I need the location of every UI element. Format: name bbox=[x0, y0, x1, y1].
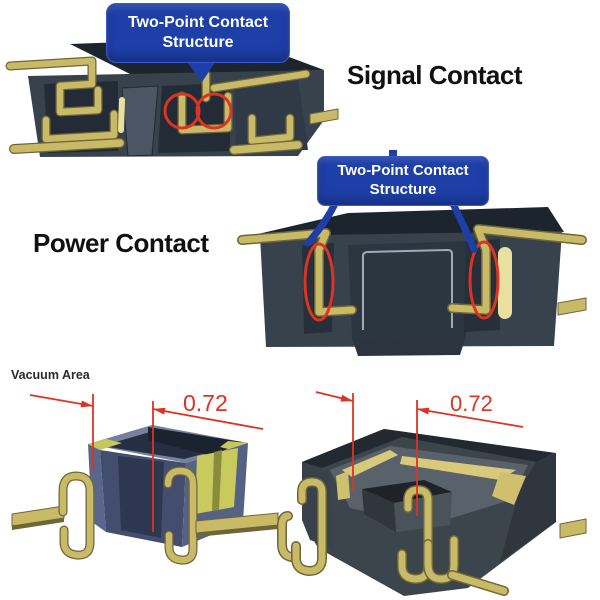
dimension-annotation-left bbox=[29, 394, 264, 532]
contact-point-ellipse bbox=[303, 242, 335, 322]
power-callout-bubble: Two-Point Contact Structure bbox=[317, 156, 489, 206]
arrowhead-icon bbox=[417, 407, 430, 415]
power-connector-render bbox=[237, 207, 587, 356]
power-contact-point-ellipses bbox=[303, 240, 500, 322]
callout-line: Structure bbox=[369, 181, 437, 198]
vacuum-right-connector-render bbox=[277, 429, 587, 596]
dimension-value-left: 0.72 bbox=[183, 390, 228, 416]
dimension-annotation-right bbox=[315, 391, 524, 516]
solder-tab bbox=[557, 297, 587, 316]
vacuum-area-label: Vacuum Area bbox=[11, 368, 90, 382]
callout-line: Structure bbox=[162, 34, 234, 51]
dimension-value-right: 0.72 bbox=[450, 391, 493, 416]
contact-point-ellipse bbox=[468, 240, 500, 320]
contact-point-circle bbox=[163, 92, 201, 130]
signal-contact-label: Signal Contact bbox=[347, 60, 523, 90]
callout-line: Two-Point Contact bbox=[337, 162, 469, 180]
signal-contact-point-circles bbox=[163, 92, 233, 130]
callout-nub-icon bbox=[389, 150, 397, 158]
solder-tab bbox=[309, 108, 339, 125]
callout-line: Two-Point Contact bbox=[127, 14, 269, 31]
signal-connector-render bbox=[5, 38, 339, 157]
arrowhead-icon bbox=[153, 407, 166, 415]
power-contact-label: Power Contact bbox=[33, 228, 209, 258]
arrowhead-icon bbox=[80, 400, 93, 408]
contact-point-circle bbox=[195, 92, 233, 130]
solder-tab bbox=[559, 518, 587, 539]
vacuum-left-connector-render bbox=[11, 425, 279, 565]
signal-callout-bubble: Two-Point Contact Structure bbox=[106, 3, 290, 63]
arrowhead-icon bbox=[340, 394, 353, 402]
signal-callout-tail-icon bbox=[184, 58, 218, 82]
